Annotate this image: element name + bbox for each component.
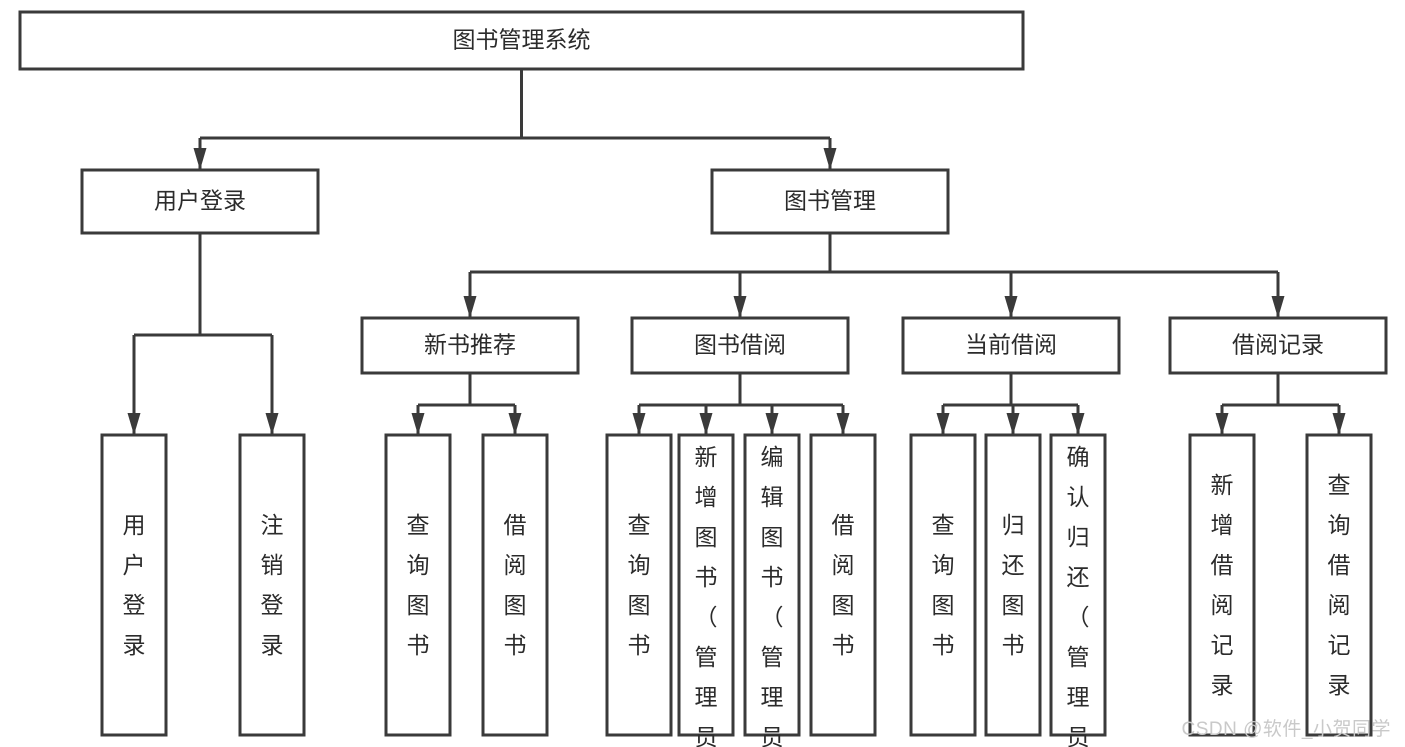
node-box [238,433,306,737]
node-label: 查询图书 [407,512,430,658]
node-box [1305,433,1373,737]
node-leaf-11[interactable]: 新增借阅记录 [1188,433,1256,737]
edge-group-1-arrow-3 [836,413,850,435]
edge-group-2-arrow-2 [1071,413,1085,435]
node-box [80,168,320,235]
edge-group-1-arrow-0 [632,413,646,435]
node-label: 查询借阅记录 [1328,472,1351,698]
edge-root-arrow-0 [193,148,207,170]
node-label: 用户登录 [123,512,146,658]
node-box [100,433,168,737]
node-leaf-8[interactable]: 查询图书 [909,433,977,737]
edge-book-mgmt-arrow-0 [463,296,477,318]
node-box [1188,433,1256,737]
node-leaf-12[interactable]: 查询借阅记录 [1305,433,1373,737]
node-box [481,433,549,737]
node-box [18,10,1025,71]
node-root-0[interactable]: 图书管理系统 [18,10,1025,71]
node-box [710,168,950,235]
node-level3-1[interactable]: 图书借阅 [630,316,850,375]
node-label: 查询图书 [628,512,651,658]
edge-group-1-arrow-1 [699,413,713,435]
node-box [901,316,1121,375]
edge-book-mgmt-arrow-2 [1004,296,1018,318]
node-leaf-10[interactable]: 确认归还（管理员） [1049,433,1107,747]
node-leaf-2[interactable]: 查询图书 [384,433,452,737]
node-leaf-3[interactable]: 借阅图书 [481,433,549,737]
node-leaf-5[interactable]: 新增图书（管理员） [677,433,735,747]
node-leaf-7[interactable]: 借阅图书 [809,433,877,737]
node-label: 借阅图书 [504,512,527,658]
node-level2-1[interactable]: 图书管理 [710,168,950,235]
node-label: 确认归还（管理员） [1067,444,1090,747]
node-box [605,433,673,737]
edge-group-2-arrow-1 [1006,413,1020,435]
edge-user-login-arrow-0 [127,413,141,435]
node-label: 图书管理 [784,188,876,214]
node-label: 编辑图书（管理员） [761,444,784,747]
node-label: 图书管理系统 [453,27,591,53]
node-label: 借阅记录 [1232,332,1324,358]
node-label: 查询图书 [932,512,955,658]
node-box [1049,433,1107,737]
node-label: 新书推荐 [424,332,516,358]
node-label: 注销登录 [261,512,284,658]
node-leaf-9[interactable]: 归还图书 [984,433,1042,737]
edge-group-2-arrow-0 [936,413,950,435]
node-box [677,433,735,737]
node-label: 当前借阅 [965,332,1057,358]
node-leaf-0[interactable]: 用户登录 [100,433,168,737]
edge-group-1-arrow-2 [765,413,779,435]
node-label: 归还图书 [1002,512,1025,658]
node-box [384,433,452,737]
node-leaf-4[interactable]: 查询图书 [605,433,673,737]
node-label: 新增图书（管理员） [695,444,718,747]
node-label: 新增借阅记录 [1211,472,1234,698]
node-level2-0[interactable]: 用户登录 [80,168,320,235]
nodes-layer: 图书管理系统用户登录图书管理新书推荐图书借阅当前借阅借阅记录用户登录注销登录查询… [18,10,1388,747]
edge-group-3-arrow-1 [1332,413,1346,435]
edge-book-mgmt-arrow-3 [1271,296,1285,318]
node-box [984,433,1042,737]
node-box [360,316,580,375]
node-box [743,433,801,737]
edge-user-login-arrow-1 [265,413,279,435]
edge-book-mgmt-arrow-1 [733,296,747,318]
node-leaf-1[interactable]: 注销登录 [238,433,306,737]
node-label: 图书借阅 [694,332,786,358]
node-label: 用户登录 [154,188,246,214]
node-label: 借阅图书 [832,512,855,658]
node-level3-2[interactable]: 当前借阅 [901,316,1121,375]
edge-group-0-arrow-1 [508,413,522,435]
watermark-text: CSDN @软件_小贺同学 [1181,719,1391,740]
edge-group-0-arrow-0 [411,413,425,435]
node-box [909,433,977,737]
node-level3-0[interactable]: 新书推荐 [360,316,580,375]
edge-root-arrow-1 [823,148,837,170]
node-box [630,316,850,375]
connectors-layer [127,69,1346,435]
node-box [809,433,877,737]
node-level3-3[interactable]: 借阅记录 [1168,316,1388,375]
node-leaf-6[interactable]: 编辑图书（管理员） [743,433,801,747]
edge-group-3-arrow-0 [1215,413,1229,435]
node-box [1168,316,1388,375]
